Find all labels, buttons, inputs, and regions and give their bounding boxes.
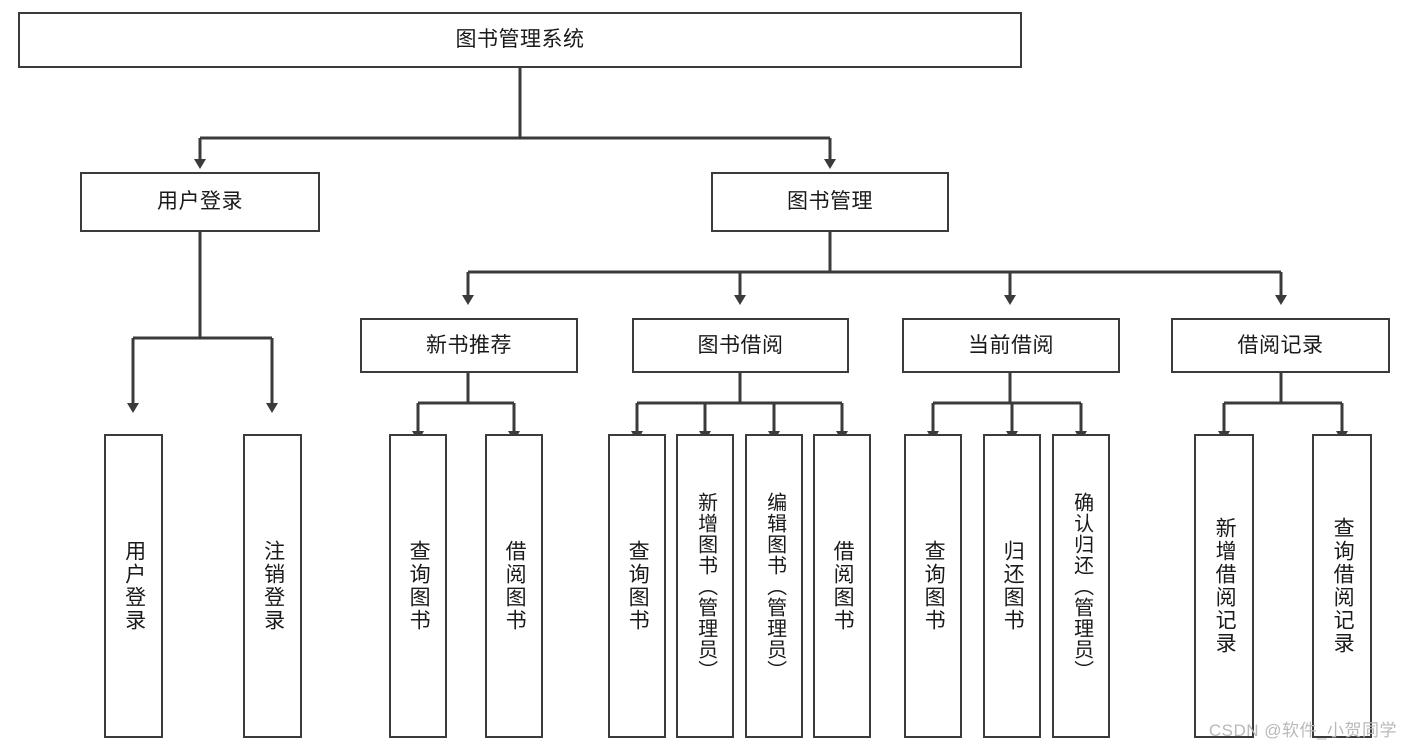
node-label: 查询图书: [407, 540, 431, 632]
leaf-logout[interactable]: 注销登录: [243, 434, 302, 738]
leaf-borrow-books-borrowing[interactable]: 借阅图书: [813, 434, 871, 738]
leaf-add-borrow-record[interactable]: 新增借阅记录: [1194, 434, 1254, 738]
node-borrow-records[interactable]: 借阅记录: [1171, 318, 1390, 373]
node-label: 借阅图书: [831, 540, 855, 632]
node-label: 注销登录: [261, 540, 285, 632]
leaf-borrow-books-new[interactable]: 借阅图书: [485, 434, 543, 738]
node-label: 用户登录: [157, 190, 243, 214]
node-label: 查询图书: [922, 540, 946, 632]
node-book-management[interactable]: 图书管理: [711, 172, 949, 232]
leaf-query-borrow-record[interactable]: 查询借阅记录: [1312, 434, 1372, 738]
leaf-query-books-new[interactable]: 查询图书: [389, 434, 447, 738]
node-label: 归还图书: [1001, 540, 1025, 632]
node-current-borrowing[interactable]: 当前借阅: [902, 318, 1120, 373]
leaf-query-books-borrowing[interactable]: 查询图书: [608, 434, 666, 738]
node-book-borrowing[interactable]: 图书借阅: [632, 318, 849, 373]
node-root-book-management-system[interactable]: 图书管理系统: [18, 12, 1022, 68]
node-label: 确认归还（管理员）: [1070, 491, 1093, 681]
leaf-user-login[interactable]: 用户登录: [104, 434, 163, 738]
node-label: 新书推荐: [426, 333, 512, 357]
leaf-return-books[interactable]: 归还图书: [983, 434, 1041, 738]
node-label: 新增图书（管理员）: [694, 491, 717, 681]
node-label: 图书管理系统: [455, 28, 585, 52]
csdn-watermark: CSDN @软件_小贺同学: [1208, 721, 1397, 740]
node-label: 查询图书: [626, 540, 650, 632]
leaf-add-book-admin[interactable]: 新增图书（管理员）: [676, 434, 734, 738]
node-label: 编辑图书（管理员）: [763, 491, 786, 681]
node-label: 当前借阅: [968, 333, 1054, 357]
leaf-confirm-return-admin[interactable]: 确认归还（管理员）: [1052, 434, 1110, 738]
node-label: 图书管理: [787, 190, 873, 214]
node-user-login[interactable]: 用户登录: [80, 172, 320, 232]
node-label: 借阅图书: [503, 540, 527, 632]
node-label: 图书借阅: [697, 333, 784, 357]
node-label: 用户登录: [122, 540, 146, 632]
node-label: 新增借阅记录: [1213, 517, 1237, 655]
leaf-edit-book-admin[interactable]: 编辑图书（管理员）: [745, 434, 803, 738]
node-new-book-recommendation[interactable]: 新书推荐: [360, 318, 578, 373]
node-label: 借阅记录: [1237, 333, 1324, 357]
leaf-query-books-current[interactable]: 查询图书: [904, 434, 962, 738]
node-label: 查询借阅记录: [1331, 517, 1355, 655]
